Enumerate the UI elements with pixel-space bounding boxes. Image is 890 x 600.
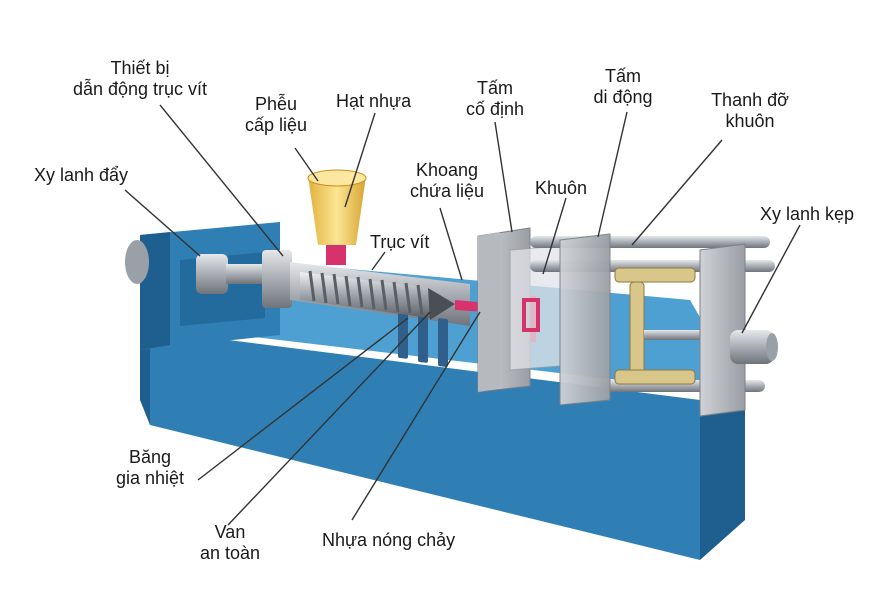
leader-pellets <box>344 112 376 208</box>
rear-clamp-plate <box>699 243 746 417</box>
label-pellets: Hạt nhựa <box>336 91 412 111</box>
leader-fixed-plate <box>494 121 513 233</box>
clamp-cylinder <box>730 330 778 364</box>
hopper <box>307 169 367 265</box>
base-side <box>700 395 745 560</box>
rear-cap <box>125 240 149 284</box>
leader-lines <box>124 104 801 526</box>
leader-screw-drive <box>159 104 284 257</box>
label-mold: Khuôn <box>535 178 588 198</box>
push-cylinder <box>196 250 292 308</box>
leader-barrel <box>439 207 463 281</box>
leader-molten-plastic <box>351 311 481 521</box>
leader-safety-valve <box>227 311 431 526</box>
leader-clamp-cylinder <box>741 224 801 334</box>
leader-push-cylinder <box>124 189 201 257</box>
screw <box>300 270 455 320</box>
label-screw: Trục vít <box>370 232 430 252</box>
leader-screw <box>371 251 386 271</box>
clamp-linkage <box>614 267 704 385</box>
leader-moving-plate <box>597 111 628 238</box>
leader-heater-band <box>197 317 409 481</box>
leader-mold <box>542 197 567 275</box>
label-molten-plastic: Nhựa nóng chảy <box>322 530 456 550</box>
label-clamp-cylinder: Xy lanh kẹp <box>760 204 855 224</box>
screw-tip <box>428 288 455 320</box>
label-push-cylinder: Xy lanh đẩy <box>34 165 129 185</box>
leader-mold-support-bar <box>631 139 723 246</box>
leader-hopper <box>294 147 319 182</box>
moving-plate <box>559 233 611 406</box>
